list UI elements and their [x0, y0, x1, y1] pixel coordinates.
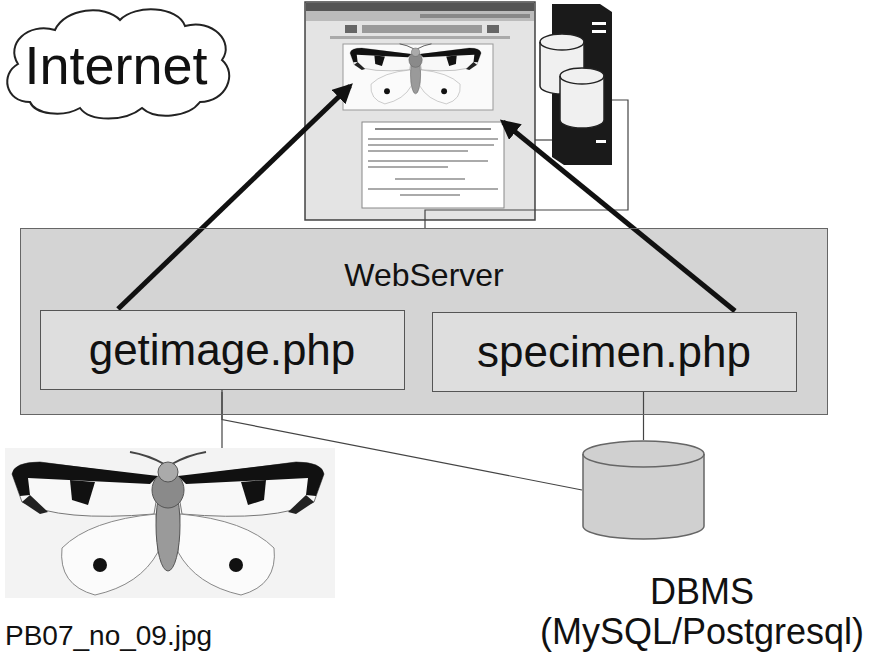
browser-address	[420, 14, 530, 18]
page-photo	[343, 44, 493, 110]
cloud-node: Internet	[0, 2, 232, 122]
page-line	[368, 138, 498, 140]
server-fill	[20, 228, 828, 415]
page-text-panel	[362, 122, 504, 208]
node-label: WebServer	[21, 255, 827, 295]
node-label: getimage.php	[89, 325, 356, 375]
cylinder-outline	[582, 440, 705, 540]
moth-picture	[12, 452, 324, 595]
network-wire	[535, 139, 552, 140]
page-line	[400, 194, 460, 196]
disk-top	[560, 76, 604, 84]
network-wire	[425, 100, 628, 228]
node-label: specimen.php	[477, 327, 751, 377]
output-arrow	[503, 122, 735, 311]
browser-screenshot	[305, 2, 535, 220]
page-line	[368, 160, 488, 162]
connector-line	[643, 392, 644, 441]
connector-line	[222, 390, 582, 491]
server-container: WebServer getimage.php specimen.php	[20, 228, 828, 415]
browser-frame	[305, 2, 535, 220]
browser-page	[306, 21, 534, 219]
page-line	[368, 166, 448, 168]
php-script-box: specimen.php	[432, 312, 797, 392]
browser-toolbar	[306, 11, 534, 21]
disk-symbol	[560, 68, 604, 128]
server-icon	[540, 4, 612, 165]
page-line	[375, 128, 491, 130]
database-cylinder: DBMS (MySQL/Postgresql)	[582, 440, 705, 540]
server-slot	[596, 140, 606, 143]
server-tower	[552, 4, 612, 165]
page-icon	[345, 25, 357, 33]
file-name-label: PB07_no_09.jpg	[5, 620, 212, 651]
page-line	[368, 188, 498, 190]
page-subtitle	[330, 36, 510, 39]
server-slot	[592, 30, 606, 33]
page-line	[368, 144, 494, 146]
node-label: DBMS (MySQL/Postgresql)	[532, 572, 872, 652]
moth-photo	[5, 448, 335, 598]
disk-top	[540, 42, 584, 50]
page-header	[362, 25, 482, 33]
page-line	[368, 150, 468, 152]
page-icon	[487, 25, 499, 33]
page-line	[395, 178, 465, 180]
output-arrow	[118, 86, 350, 309]
php-script-box: getimage.php	[40, 310, 405, 390]
node-label: Internet	[24, 34, 207, 96]
server-slot	[592, 22, 606, 25]
page-moth	[350, 44, 481, 104]
photo-ground	[5, 448, 335, 598]
browser-titlebar	[306, 3, 534, 11]
